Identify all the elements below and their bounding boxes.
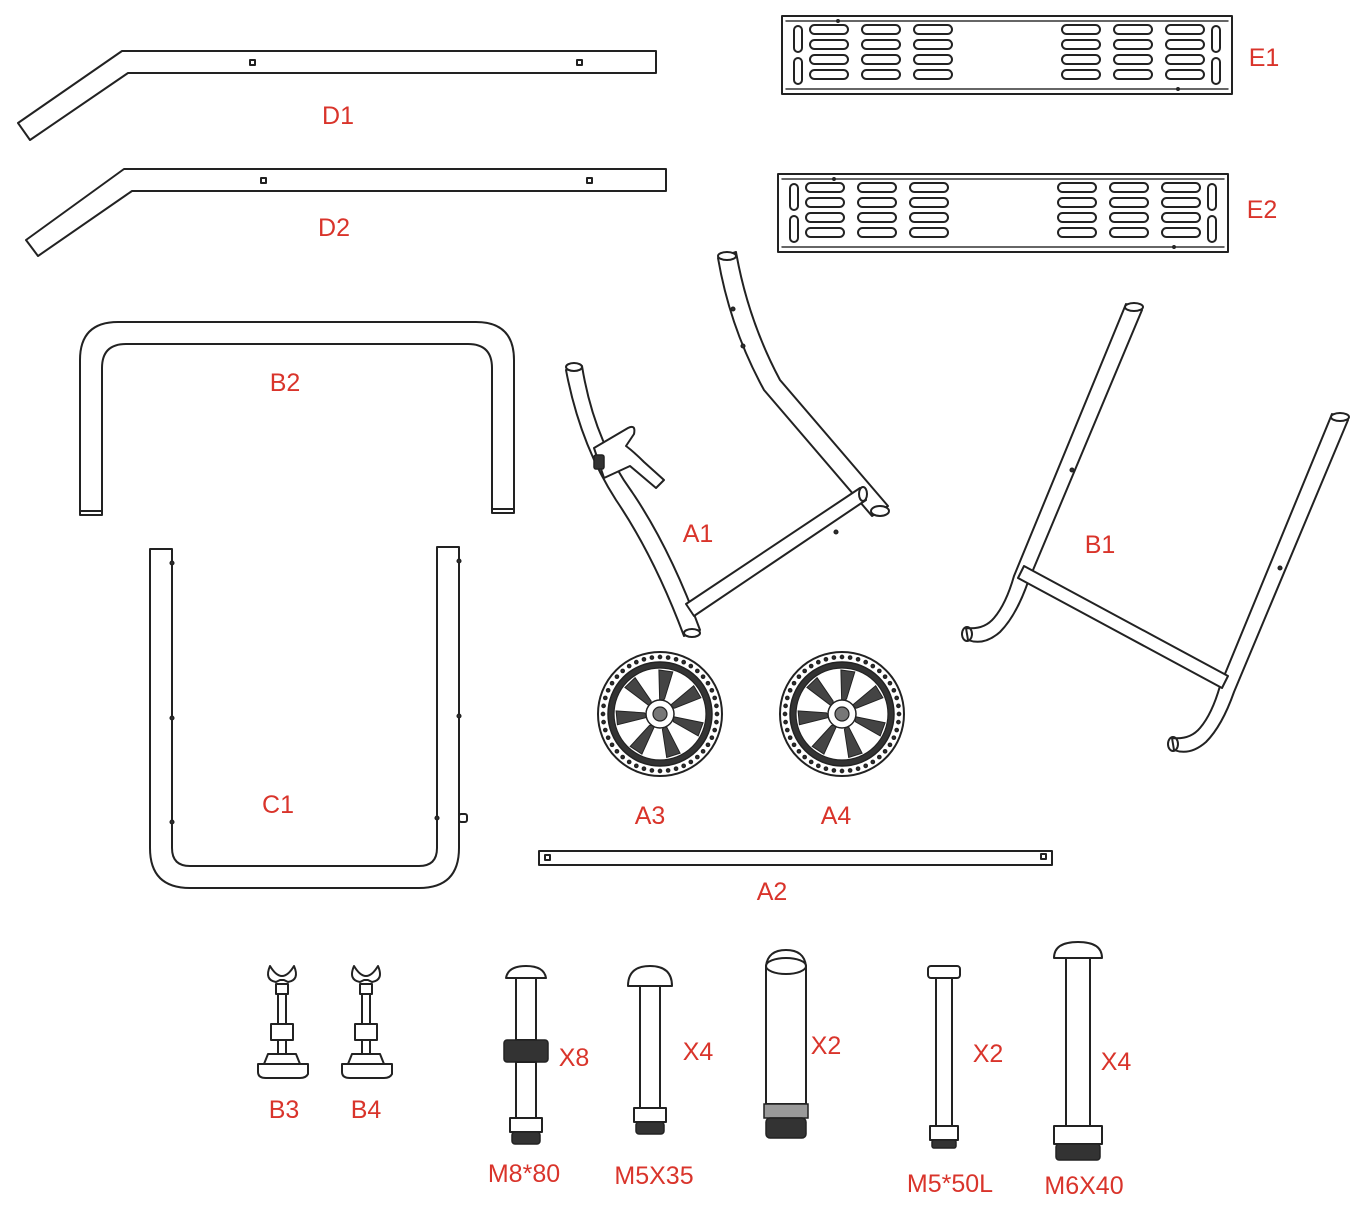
label-d1: D1 [322,102,354,130]
label-a2: A2 [757,878,788,906]
qty-tube-pin: X2 [811,1032,842,1060]
qty-m5x50l-bolt: X2 [973,1040,1004,1068]
label-a4: A4 [821,802,852,830]
label-b3: B3 [269,1096,300,1124]
part-a2-bar [538,850,1053,866]
part-e1-plate [781,15,1233,95]
part-a4-wheel [779,651,905,777]
label-a1: A1 [683,520,714,548]
qty-m6x40-bolt: X4 [1101,1048,1132,1076]
qty-m5x35-bolt: X4 [683,1038,714,1066]
name-m6x40-bolt: M6X40 [1044,1172,1123,1200]
name-m5x50l-bolt: M5*50L [907,1170,993,1198]
part-c1-frame [149,546,468,889]
part-b4-foot [341,965,393,1079]
part-b3-foot [257,965,309,1079]
part-b1-frame [961,302,1350,753]
hardware-m5x50l-bolt [927,965,961,1149]
hardware-m8-bolt [503,965,549,1145]
part-d1-bar [17,50,657,141]
hardware-m5x35-bolt [627,965,673,1135]
hardware-m6x40-bolt [1053,941,1103,1161]
part-d2-bar [25,168,667,257]
part-a3-wheel [597,651,723,777]
label-b4: B4 [351,1096,382,1124]
part-b2-frame [79,321,515,516]
name-m5x35-bolt: M5X35 [614,1162,693,1190]
name-m8-bolt: M8*80 [488,1160,560,1188]
label-e2: E2 [1247,196,1278,224]
label-a3: A3 [635,802,666,830]
part-a1-frame [565,251,890,638]
label-e1: E1 [1249,44,1280,72]
label-b2: B2 [270,369,301,397]
hardware-tube-pin [763,949,809,1139]
part-e2-plate [777,173,1229,253]
label-b1: B1 [1085,531,1116,559]
label-d2: D2 [318,214,350,242]
label-c1: C1 [262,791,294,819]
qty-m8-bolt: X8 [559,1044,590,1072]
